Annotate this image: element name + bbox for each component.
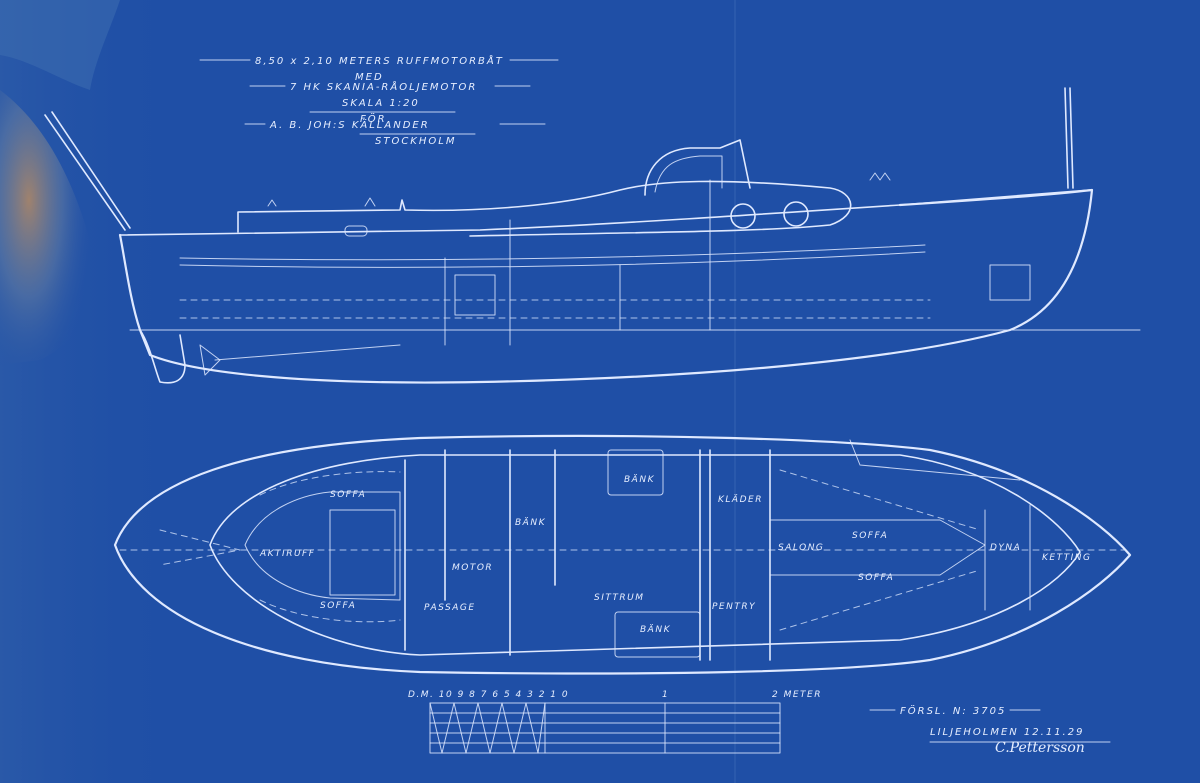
label-pentry: PENTRY — [712, 602, 756, 612]
scale-end-label: 2 METER — [772, 690, 822, 700]
title-line-6: A. B. JOH:S KÄLLANDER — [269, 118, 430, 131]
rubbing-strake — [179, 244, 926, 261]
label-soffa-aft-bottom: SOFFA — [320, 601, 356, 611]
interior-dashes — [179, 299, 931, 319]
scale-diagonal — [429, 702, 546, 754]
side-elevation — [44, 87, 1141, 384]
deck-outline — [113, 434, 1132, 675]
windscreen — [644, 139, 751, 196]
sheer-line — [119, 189, 1091, 236]
plan-view — [113, 434, 1132, 675]
aft-flagstaff — [44, 114, 126, 231]
title-line-7: STOCKHOLM — [375, 136, 456, 147]
title-line-5: FÖR — [360, 112, 387, 125]
title-line-3: 7 HK SKANIA-RÅOLJEMOTOR — [290, 80, 477, 93]
scale-rows — [429, 712, 781, 744]
scale-ticks-label: D.M. 10 9 8 7 6 5 4 3 2 1 0 — [408, 690, 569, 700]
title-line-1: 8,50 x 2,10 METERS RUFFMOTORBÅT — [255, 54, 504, 67]
drawing-footer: FÖRSL. N: 3705 LILJEHOLMEN 12.11.29 C.Pe… — [869, 704, 1111, 756]
scale-frame — [429, 702, 781, 754]
bench-fwd — [607, 449, 664, 496]
rudder — [139, 329, 186, 384]
porthole-1 — [730, 203, 756, 229]
label-kladeskap: KLÄDER — [718, 494, 763, 505]
scale-divisions — [544, 702, 666, 754]
propeller-shaft — [214, 344, 401, 361]
label-dyna: DYNA — [990, 543, 1021, 553]
water-stain — [0, 90, 97, 365]
worn-corner — [0, 0, 120, 90]
label-soffa-fwd-bottom: SOFFA — [858, 573, 894, 583]
label-soffa-aft-top: SOFFA — [330, 490, 366, 500]
label-bank-1: BÄNK — [515, 517, 546, 528]
hull-outline — [118, 188, 1094, 384]
scale-bar: D.M. 10 9 8 7 6 5 4 3 2 1 0 1 2 METER — [408, 690, 822, 754]
bench-aft — [614, 611, 701, 658]
label-sittrum: SITTRUM — [594, 593, 644, 603]
title-block: 8,50 x 2,10 METERS RUFFMOTORBÅT MED 7 HK… — [199, 54, 559, 147]
propeller — [199, 344, 221, 376]
saloon-settees — [769, 519, 986, 576]
cabin-trunk — [237, 180, 852, 237]
signature: C.Pettersson — [995, 740, 1085, 756]
inner-coaming — [209, 454, 1081, 656]
label-aktiruff: AKTIRUFF — [259, 549, 315, 559]
plan-labels: SOFFA SOFFA AKTIRUFF MOTOR PASSAGE BÄNK … — [259, 474, 1091, 635]
label-bank-2: BÄNK — [624, 474, 655, 485]
place-date: LILJEHOLMEN 12.11.29 — [930, 727, 1084, 738]
label-salong: SALONG — [778, 543, 824, 553]
aft-seat-block — [329, 509, 396, 596]
deck-fittings — [267, 172, 891, 207]
label-motor: MOTOR — [452, 563, 493, 573]
drawing-number: FÖRSL. N: 3705 — [900, 704, 1006, 717]
aft-cabin-outline — [244, 491, 401, 601]
scale-mid-label: 1 — [662, 690, 669, 700]
label-bank-3: BÄNK — [640, 624, 671, 635]
title-line-2: MED — [355, 72, 384, 83]
label-ketting: KETTING — [1042, 553, 1091, 563]
porthole-2 — [783, 201, 809, 227]
title-line-4: SKALA 1:20 — [342, 98, 420, 109]
aft-porthole — [344, 225, 368, 237]
label-passage: PASSAGE — [424, 603, 476, 613]
label-soffa-fwd-top: SOFFA — [852, 531, 888, 541]
bow-mast — [1064, 87, 1069, 189]
engine-box — [454, 274, 496, 316]
